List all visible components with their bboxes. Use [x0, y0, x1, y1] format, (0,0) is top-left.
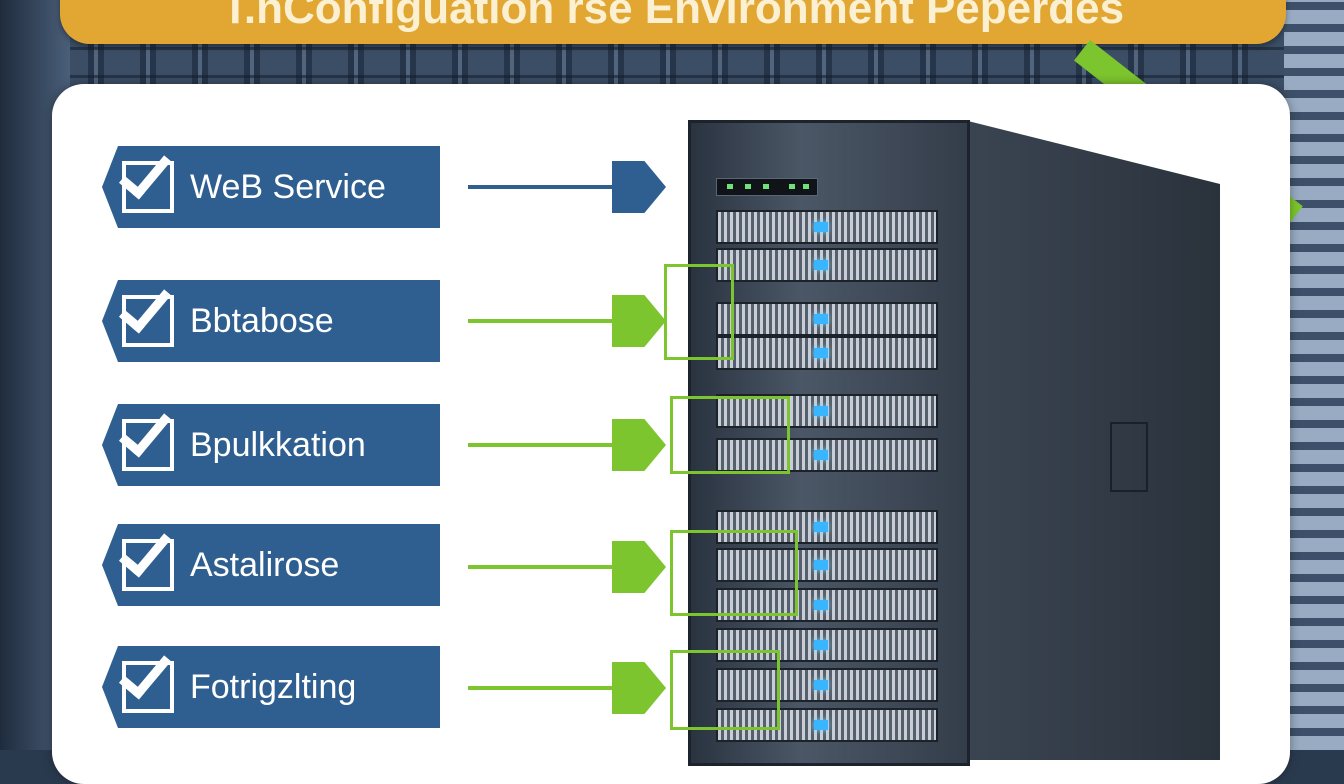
- drive-light-icon: [814, 314, 828, 324]
- drive-light-icon: [814, 720, 828, 730]
- drive-bay: [716, 302, 938, 336]
- list-item-forwarding: Fotrigzlting: [102, 646, 440, 728]
- drive-light-icon: [814, 680, 828, 690]
- connection-bracket: [664, 264, 734, 360]
- list-item-label: Astalirose: [190, 546, 340, 584]
- drive-bay: [716, 336, 938, 370]
- server-side-door: [1110, 422, 1148, 492]
- status-led-icon: [745, 184, 751, 189]
- connector-line-blue: [468, 185, 618, 189]
- list-item-label: Fotrigzlting: [190, 668, 357, 706]
- drive-bay: [716, 628, 938, 662]
- status-led-icon: [763, 184, 769, 189]
- drive-light-icon: [814, 640, 828, 650]
- checkbox-checked-icon: [118, 146, 174, 213]
- drive-light-icon: [814, 260, 828, 270]
- checkbox-checked-icon: [118, 404, 174, 471]
- connection-bracket: [670, 530, 798, 616]
- drive-bay: [716, 438, 938, 472]
- drive-bay: [716, 248, 938, 282]
- list-item-label: Bbtabose: [190, 302, 334, 340]
- drive-bay: [716, 668, 938, 702]
- drive-light-icon: [814, 600, 828, 610]
- status-led-icon: [727, 184, 733, 189]
- connector-line-green: [468, 443, 618, 447]
- drive-bay: [716, 510, 938, 544]
- drive-bay: [716, 708, 938, 742]
- background-rack-right: [1284, 0, 1344, 750]
- drive-light-icon: [814, 560, 828, 570]
- checkbox-checked-icon: [118, 646, 174, 713]
- list-item-web-service: WeB Service: [102, 146, 440, 228]
- connection-bracket: [670, 396, 790, 474]
- list-item-database: Bbtabose: [102, 280, 440, 362]
- page-title: T.nConfiguation rse Environment Peperdes: [221, 0, 1125, 33]
- list-item-label: WeB Service: [190, 168, 386, 206]
- list-item-application: Bpulkkation: [102, 404, 440, 486]
- list-item-installations: Astalirose: [102, 524, 440, 606]
- drive-light-icon: [814, 222, 828, 232]
- checkbox-checked-icon: [118, 524, 174, 591]
- connection-bracket: [670, 650, 780, 730]
- drive-light-icon: [814, 406, 828, 416]
- list-item-label: Bpulkkation: [190, 426, 366, 464]
- drive-bay: [716, 210, 938, 244]
- connector-line-green: [468, 319, 618, 323]
- drive-light-icon: [814, 522, 828, 532]
- title-banner: T.nConfiguation rse Environment Peperdes: [60, 0, 1286, 44]
- checkbox-checked-icon: [118, 280, 174, 347]
- server-status-panel: [716, 178, 818, 196]
- connector-line-green: [468, 565, 618, 569]
- status-led-icon: [789, 184, 795, 189]
- drive-light-icon: [814, 450, 828, 460]
- connector-line-green: [468, 686, 618, 690]
- server-tower-side: [964, 120, 1220, 760]
- status-led-icon: [803, 184, 809, 189]
- drive-bay: [716, 394, 938, 428]
- drive-bay: [716, 548, 938, 582]
- drive-light-icon: [814, 348, 828, 358]
